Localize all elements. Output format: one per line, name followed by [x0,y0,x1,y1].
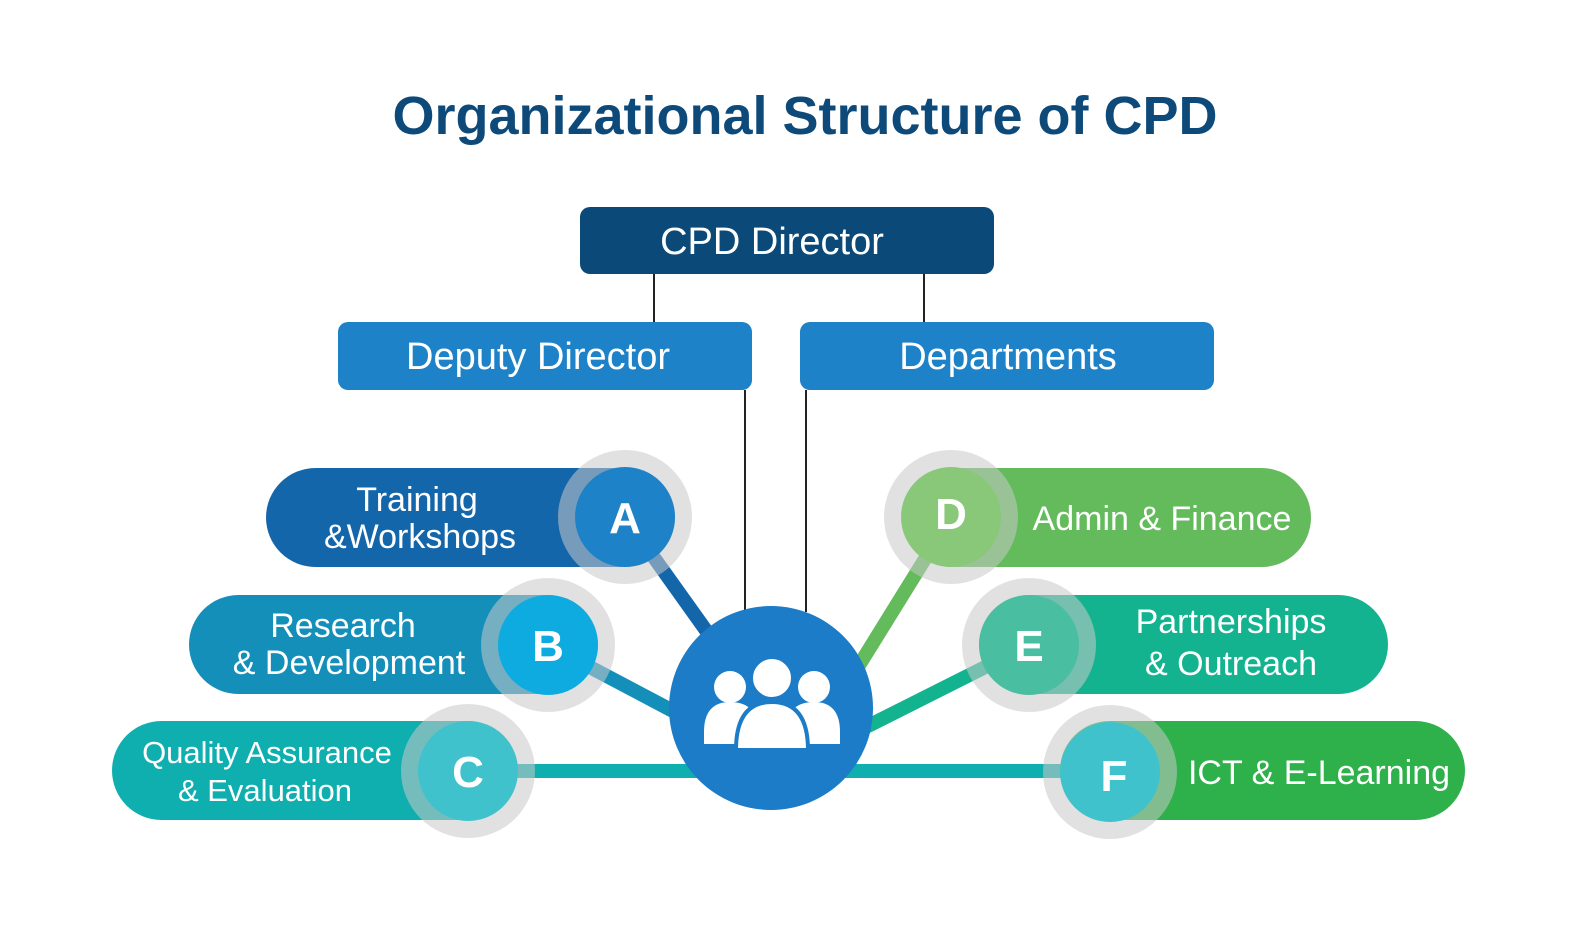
unit-d-label: Admin & Finance [1033,500,1292,538]
director-box[interactable]: CPD Director [580,207,994,274]
unit-a-letter: A [609,494,641,543]
unit-f[interactable]: ICT & E-Learning F [1043,705,1465,839]
center-hub [669,606,873,810]
unit-a[interactable]: Training &Workshops A [266,450,692,584]
unit-b-label-line2: & Development [233,644,466,682]
unit-b-label-line1: Research [270,607,416,645]
unit-f-label: ICT & E-Learning [1188,754,1450,792]
unit-a-label-line2: &Workshops [324,518,516,556]
unit-e[interactable]: Partnerships & Outreach E [962,578,1388,712]
unit-e-label-line2: & Outreach [1145,645,1317,683]
unit-b[interactable]: Research & Development B [189,578,615,712]
deputy-director-label: Deputy Director [406,336,670,378]
unit-a-label-line1: Training [356,481,478,519]
director-label: CPD Director [660,221,884,263]
deputy-director-box[interactable]: Deputy Director [338,322,752,390]
unit-e-label-line1: Partnerships [1136,603,1327,641]
departments-label: Departments [899,336,1117,378]
people-group-icon [704,655,840,752]
unit-b-letter: B [532,622,564,671]
page-title: Organizational Structure of CPD [392,86,1217,146]
hierarchy-lines [653,274,925,612]
unit-c[interactable]: Quality Assurance & Evaluation C [112,704,535,838]
unit-e-letter: E [1014,622,1043,671]
unit-c-label-line2: & Evaluation [178,773,352,808]
departments-box[interactable]: Departments [800,322,1214,390]
unit-d-letter: D [935,490,967,539]
unit-c-label-line1: Quality Assurance [142,735,392,770]
unit-f-letter: F [1101,752,1128,801]
unit-d[interactable]: Admin & Finance D [884,450,1311,584]
unit-c-letter: C [452,748,484,797]
